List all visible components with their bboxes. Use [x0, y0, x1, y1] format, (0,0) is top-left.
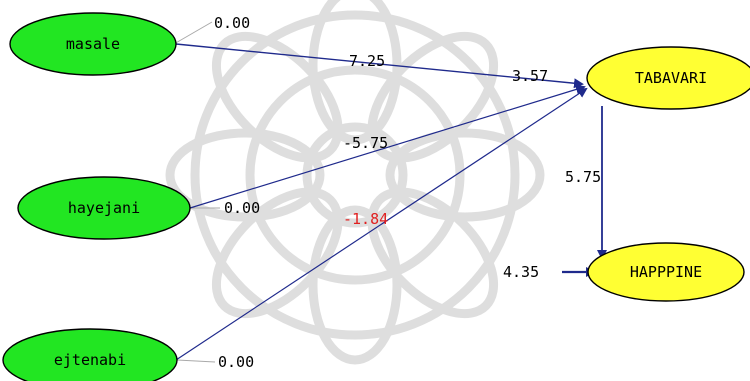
coef-hayejani-tabavari: -5.75 — [343, 134, 388, 152]
happpine-error-value: 4.35 — [503, 263, 539, 281]
node-ejtenabi[interactable]: ejtenabi — [2, 328, 178, 381]
ejtenabi-variance-value: 0.00 — [218, 353, 254, 371]
path-ejtenabi-to-tabavari — [175, 87, 588, 361]
masale-variance-line — [173, 21, 213, 45]
path-masale-to-tabavari — [175, 43, 584, 89]
hayejani-variance-value: 0.00 — [224, 199, 260, 217]
path-hayejani-to-tabavari — [189, 84, 586, 209]
tabavari-error-value: 3.57 — [512, 67, 548, 85]
node-masale-label: masale — [66, 35, 120, 53]
masale-variance-value: 0.00 — [214, 14, 250, 32]
coef-masale-tabavari: 7.25 — [349, 52, 385, 70]
coef-tabavari-happpine: 5.75 — [565, 168, 601, 186]
node-happpine-label: HAPPPINE — [630, 263, 702, 281]
ejtenabi-variance-line — [176, 359, 216, 363]
node-hayejani-label: hayejani — [68, 199, 140, 217]
watermark-rosette — [165, 0, 545, 365]
node-tabavari[interactable]: TABAVARI — [586, 46, 750, 110]
node-hayejani[interactable]: hayejani — [17, 176, 191, 240]
node-happpine[interactable]: HAPPPINE — [587, 242, 745, 302]
node-ejtenabi-label: ejtenabi — [54, 351, 126, 369]
node-tabavari-label: TABAVARI — [635, 69, 707, 87]
coef-ejtenabi-tabavari: -1.84 — [343, 210, 388, 228]
node-masale[interactable]: masale — [9, 12, 177, 76]
